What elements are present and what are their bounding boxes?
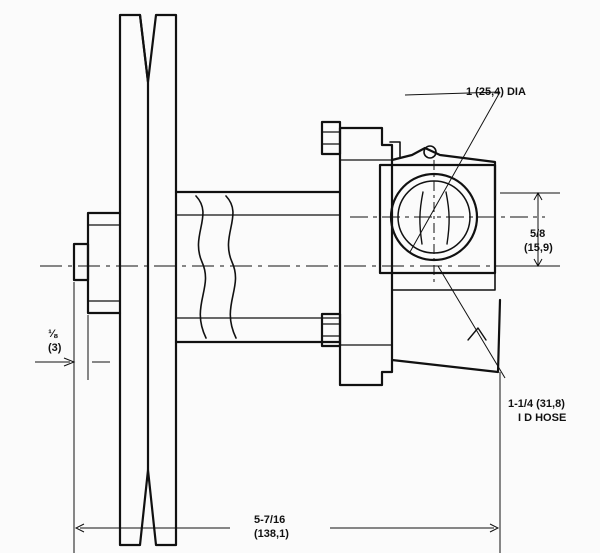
mounting-flange [338, 126, 394, 387]
offset-mm-label: (15,9) [524, 242, 553, 254]
overall-length-in-label: 5-7/16 [254, 514, 286, 526]
bolt-upper [320, 120, 401, 159]
offset-in-label: 5/8 [530, 228, 546, 240]
edge-in-label: ⅛ [48, 328, 58, 340]
hose-type-label: I D HOSE [518, 412, 567, 424]
hose-size-label: 1-1/4 (31,8) [508, 398, 565, 410]
bore-dia-label: 1 (25,4) DIA [466, 86, 526, 98]
overall-length-mm-label: (138,1) [254, 528, 289, 540]
bolt-lower [320, 312, 342, 348]
dimension-lines [35, 91, 560, 553]
pump-housing [378, 145, 502, 374]
edge-mm-label: (3) [48, 342, 62, 354]
pulley-hub [72, 211, 122, 315]
shaft-sleeve [174, 190, 342, 344]
v-belt-pulley [118, 13, 178, 547]
